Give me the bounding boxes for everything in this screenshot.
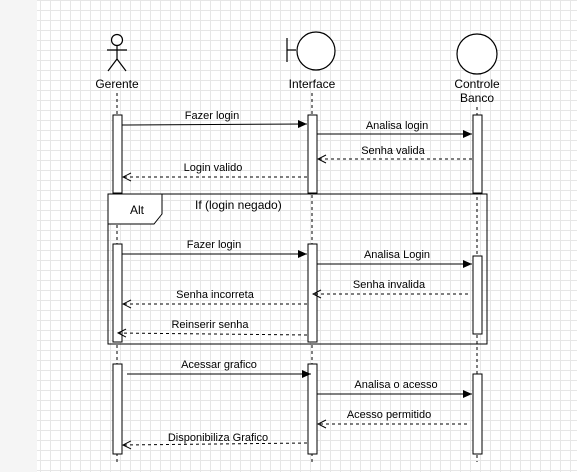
message-acesso-permitido[interactable]: Acesso permitido [318, 409, 467, 424]
activation-gerente-3 [112, 363, 123, 455]
message-label: Analisa Login [364, 249, 430, 261]
message-label: Senha invalida [353, 279, 426, 291]
message-senha-invalida[interactable]: Senha invalida [313, 279, 468, 294]
activation-controle-3 [472, 373, 483, 455]
message-analisa-o-acesso[interactable]: Analisa o acesso [317, 379, 472, 398]
message-label: Analisa login [366, 120, 428, 132]
message-label: Acessar grafico [181, 359, 257, 371]
message-acessar-grafico[interactable]: Acessar grafico [127, 359, 311, 378]
alt-operator-label: Alt [130, 203, 145, 217]
activation-gerente-1 [112, 114, 123, 194]
actor-icon [107, 33, 127, 72]
alt-fragment[interactable]: Alt If (login negado) [107, 193, 489, 346]
actor-label-interface: Interface [289, 77, 336, 91]
message-label: Analisa o acesso [354, 379, 437, 391]
actor-label-gerente: Gerente [95, 77, 139, 91]
message-label: Reinserir senha [171, 319, 249, 331]
activation-interface-2 [307, 243, 318, 343]
message-label: Acesso permitido [347, 409, 431, 421]
participant-gerente[interactable]: Gerente [95, 33, 139, 92]
message-analisa-login-2[interactable]: Analisa Login [317, 249, 472, 268]
participant-interface[interactable]: Interface [286, 31, 336, 91]
message-fazer-login-1[interactable]: Fazer login [121, 110, 308, 129]
message-label: Disponibiliza Grafico [168, 432, 268, 444]
message-label: Login valido [184, 162, 243, 174]
message-reinserir-senha[interactable]: Reinserir senha [118, 319, 308, 335]
activation-controle-1 [472, 114, 483, 194]
control-icon [456, 33, 498, 75]
boundary-icon [286, 31, 336, 71]
message-label: Fazer login [185, 110, 239, 122]
message-disponibiliza-grafico[interactable]: Disponibiliza Grafico [123, 432, 308, 445]
activation-interface-1 [307, 114, 318, 194]
activation-interface-3 [307, 363, 318, 455]
alt-guard-label: If (login negado) [195, 198, 282, 212]
activation-controle-2 [472, 255, 483, 335]
alt-operator-box [107, 193, 163, 225]
message-label: Senha valida [361, 145, 425, 157]
actor-label-controle-line2: Banco [460, 91, 494, 105]
message-label: Senha incorreta [176, 289, 255, 301]
participant-controle-banco[interactable]: Controle Banco [454, 33, 500, 105]
message-senha-incorreta[interactable]: Senha incorreta [123, 289, 307, 304]
message-senha-valida[interactable]: Senha valida [318, 145, 472, 159]
message-analisa-login-1[interactable]: Analisa login [317, 120, 472, 138]
actor-label-controle-line1: Controle [454, 77, 500, 91]
activation-gerente-2 [112, 243, 123, 343]
message-login-valido[interactable]: Login valido [123, 162, 307, 177]
message-fazer-login-2[interactable]: Fazer login [122, 239, 307, 258]
message-label: Fazer login [187, 239, 241, 251]
